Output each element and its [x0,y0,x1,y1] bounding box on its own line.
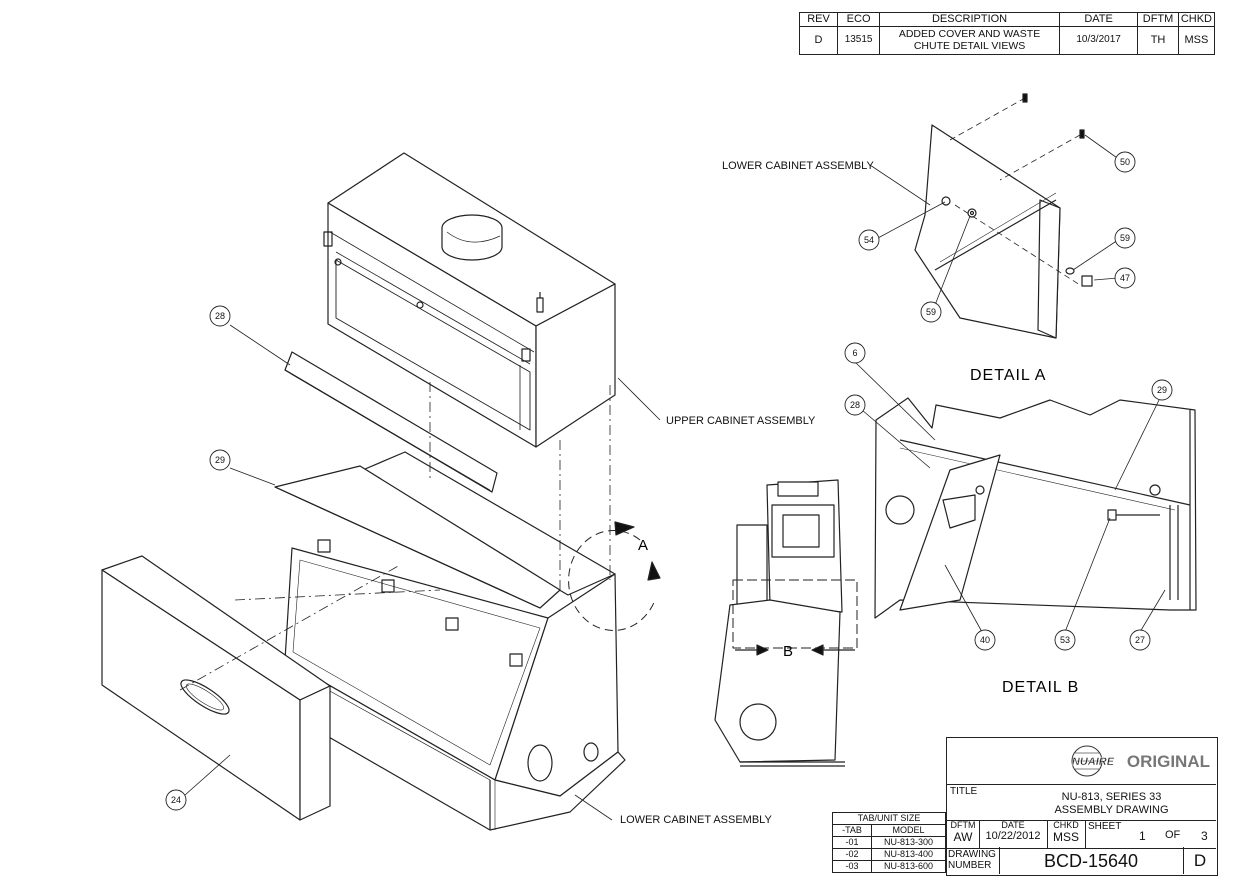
balloon-28-detail: 28 [850,400,860,410]
brand-text: NUAIRE [1072,756,1115,768]
balloon-40: 40 [980,635,990,645]
tab-header: -TAB [832,824,872,837]
balloon-59-lower: 59 [926,307,936,317]
tab-row-3-tab: -03 [832,860,872,873]
of-label: OF [1165,829,1181,841]
chkd-label: CHKD [1053,820,1079,830]
tab-row-1-tab: -01 [832,836,872,849]
balloon-6: 6 [852,348,857,358]
detail-a-title: DETAIL A [970,367,1046,384]
detail-a-drawing [914,93,1093,339]
balloon-59-upper: 59 [1120,233,1130,243]
eco-value: 13515 [837,26,881,55]
title-row: TITLE NU-813, SERIES 33 ASSEMBLY DRAWING [947,784,1216,821]
part-28-strip [284,351,498,493]
balloon-50: 50 [1120,157,1130,167]
dftm-value: TH [1137,26,1179,55]
model-header: MODEL [871,824,946,837]
date-label: DATE [1001,820,1025,830]
lower-cabinet-drawing [274,451,626,831]
section-b-label: B [783,643,793,660]
drawing-rev: D [1193,851,1207,870]
dftm-cell: DFTM AW [947,820,980,848]
chkd-value: MSS [1052,830,1079,844]
chkd-cell: CHKD MSS [1047,820,1086,848]
tab-row-3-model: NU-813-600 [871,860,946,873]
drawing-number: BCD-15640 [1043,851,1139,871]
sheet-total: 3 [1201,829,1208,843]
balloon-27: 27 [1135,635,1145,645]
nuaire-logo-icon: NUAIRE [1065,743,1117,779]
drawing-title-line2: ASSEMBLY DRAWING [1054,804,1169,816]
upper-cabinet-label: UPPER CABINET ASSEMBLY [666,415,816,427]
lower-cabinet-detail-label: LOWER CABINET ASSEMBLY [722,160,874,172]
tab-row-2-tab: -02 [832,848,872,861]
chkd-value: MSS [1177,26,1216,55]
tab-row-2-model: NU-813-400 [871,848,946,861]
side-view-drawing [714,479,858,767]
balloon-24: 24 [171,795,181,805]
revision-block: REV ECO DESCRIPTION DATE DFTM CHKD D 135… [798,12,1216,55]
dftm-value: AW [953,830,973,844]
dftm-label: DFTM [950,820,976,830]
balloon-28: 28 [215,311,225,321]
part-24-cover [101,555,331,821]
lower-cabinet-label: LOWER CABINET ASSEMBLY [620,814,772,826]
title-label: TITLE [950,786,978,797]
section-a-label: A [638,537,648,554]
date-value: 10/22/2012 [985,830,1041,842]
tab-row-1-model: NU-813-300 [871,836,946,849]
detail-b-title: DETAIL B [1002,679,1079,696]
date-value: 10/3/2017 [1058,26,1139,55]
detail-b-drawing [874,397,1197,619]
balloon-29: 29 [215,455,225,465]
balloon-53: 53 [1060,635,1070,645]
info-row: DFTM AW DATE 10/22/2012 CHKD MSS SHEET 1… [947,820,1216,849]
balloon-29-detail: 29 [1157,385,1167,395]
sheet-cell: SHEET 1 OF 3 [1085,820,1216,848]
balloon-47: 47 [1120,273,1130,283]
balloon-54: 54 [864,235,874,245]
description-value: ADDED COVER AND WASTE CHUTE DETAIL VIEWS [879,26,1060,55]
original-stamp: ORIGINAL [1126,752,1210,771]
tab-table-title: TAB/UNIT SIZE [832,812,946,825]
sheet-number: 1 [1139,829,1146,843]
date-cell: DATE 10/22/2012 [979,820,1048,848]
drawing-title-line1: NU-813, SERIES 33 [1061,791,1162,803]
upper-cabinet-drawing [323,152,616,448]
rev-value: D [798,26,839,55]
drawing-number-label: DRAWING NUMBER [948,849,996,871]
logo-row: NUAIRE ORIGINAL [947,738,1216,785]
title-block: NUAIRE ORIGINAL TITLE NU-813, SERIES 33 … [946,737,1218,876]
drawing-number-row: DRAWING NUMBER BCD-15640 D [947,847,1216,874]
sheet-label: SHEET [1088,821,1122,832]
